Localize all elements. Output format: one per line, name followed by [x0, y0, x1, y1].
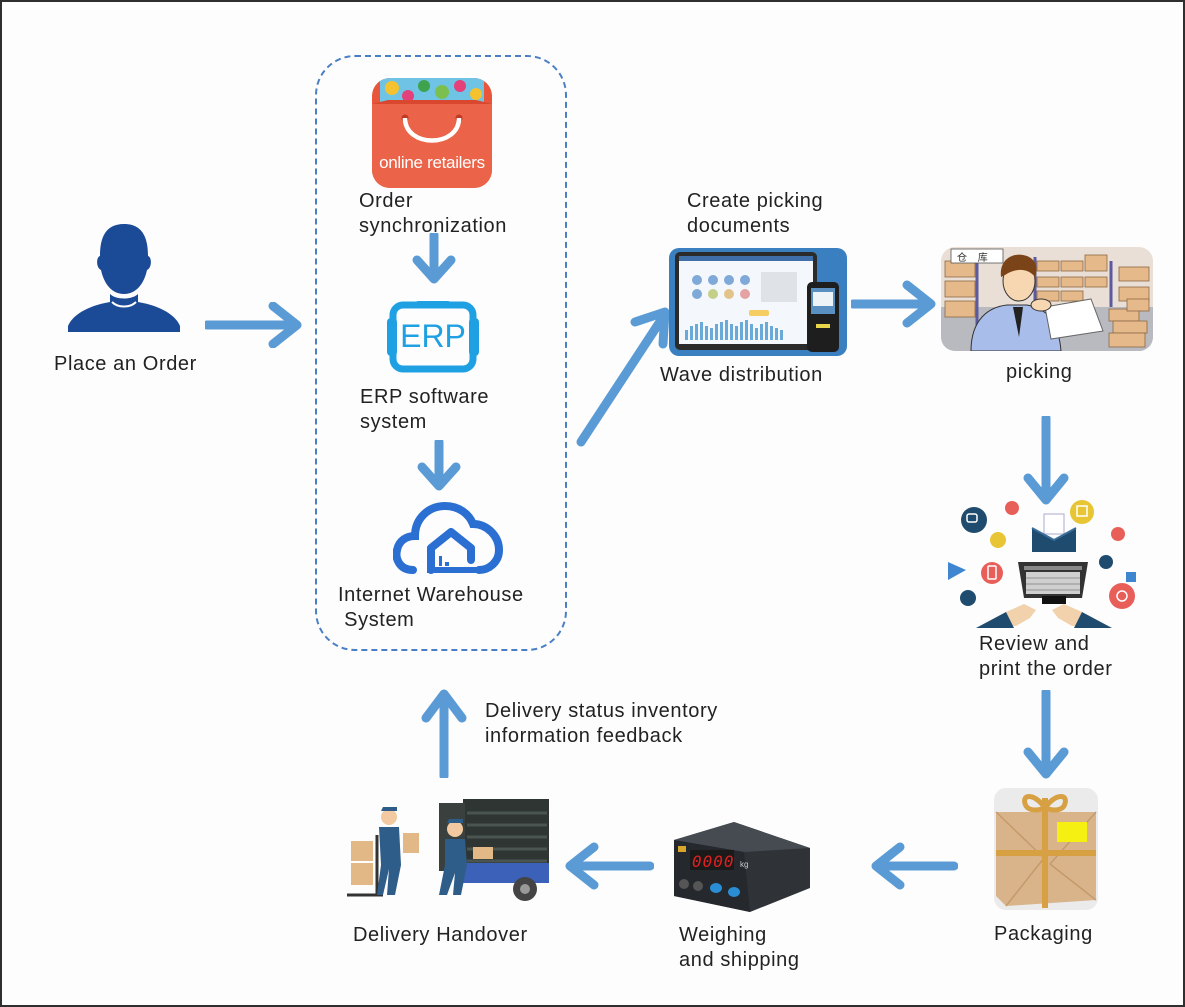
arrow-right-2 [851, 280, 937, 328]
iws-label: Internet Warehouse System [338, 584, 524, 631]
arrow-down-4 [1023, 690, 1069, 780]
arrow-up-feedback [420, 686, 468, 778]
delivery-truck-icon [343, 795, 553, 903]
warehouse-worker-icon: 仓 库 [941, 247, 1153, 351]
system-group-box [315, 55, 567, 651]
warehouse-sign-text: 仓 库 [957, 253, 992, 264]
scale-indicator-icon: 0000 kg [664, 818, 814, 914]
arrow-left-1 [868, 842, 958, 890]
wave-distribution-label: Wave distribution [660, 364, 823, 386]
laptop-dashboard-icon [669, 248, 847, 356]
review-print-label: Review and print the order [979, 633, 1113, 680]
arrow-down-2 [417, 440, 461, 492]
weighing-shipping-label: Weighing and shipping [679, 924, 800, 971]
user-icon [66, 222, 182, 334]
shopping-bag-icon: online retailers [372, 78, 492, 188]
erp-label: ERP software system [360, 386, 490, 433]
delivery-handover-label: Delivery Handover [353, 924, 528, 946]
online-retailers-text: online retailers [379, 153, 485, 172]
arrow-down-1 [412, 233, 456, 285]
laptop-typing-icon [946, 500, 1142, 630]
scale-display-value: 0000 [692, 852, 735, 871]
arrow-down-3 [1023, 416, 1069, 506]
arrow-left-2 [562, 842, 654, 890]
order-sync-label: Order synchronization [359, 190, 507, 237]
erp-text: ERP [400, 318, 466, 354]
place-order-label: Place an Order [54, 353, 197, 375]
cloud-warehouse-icon [393, 502, 503, 574]
erp-icon: ERP [385, 300, 481, 374]
create-picking-label: Create picking documents [687, 190, 824, 237]
arrow-diagonal [575, 300, 675, 450]
package-icon [994, 788, 1098, 910]
picking-label: picking [1006, 361, 1073, 383]
arrow-right-1 [205, 302, 305, 348]
feedback-label: Delivery status inventory information fe… [485, 700, 718, 747]
scale-unit: kg [740, 860, 749, 869]
packaging-label: Packaging [994, 923, 1093, 945]
